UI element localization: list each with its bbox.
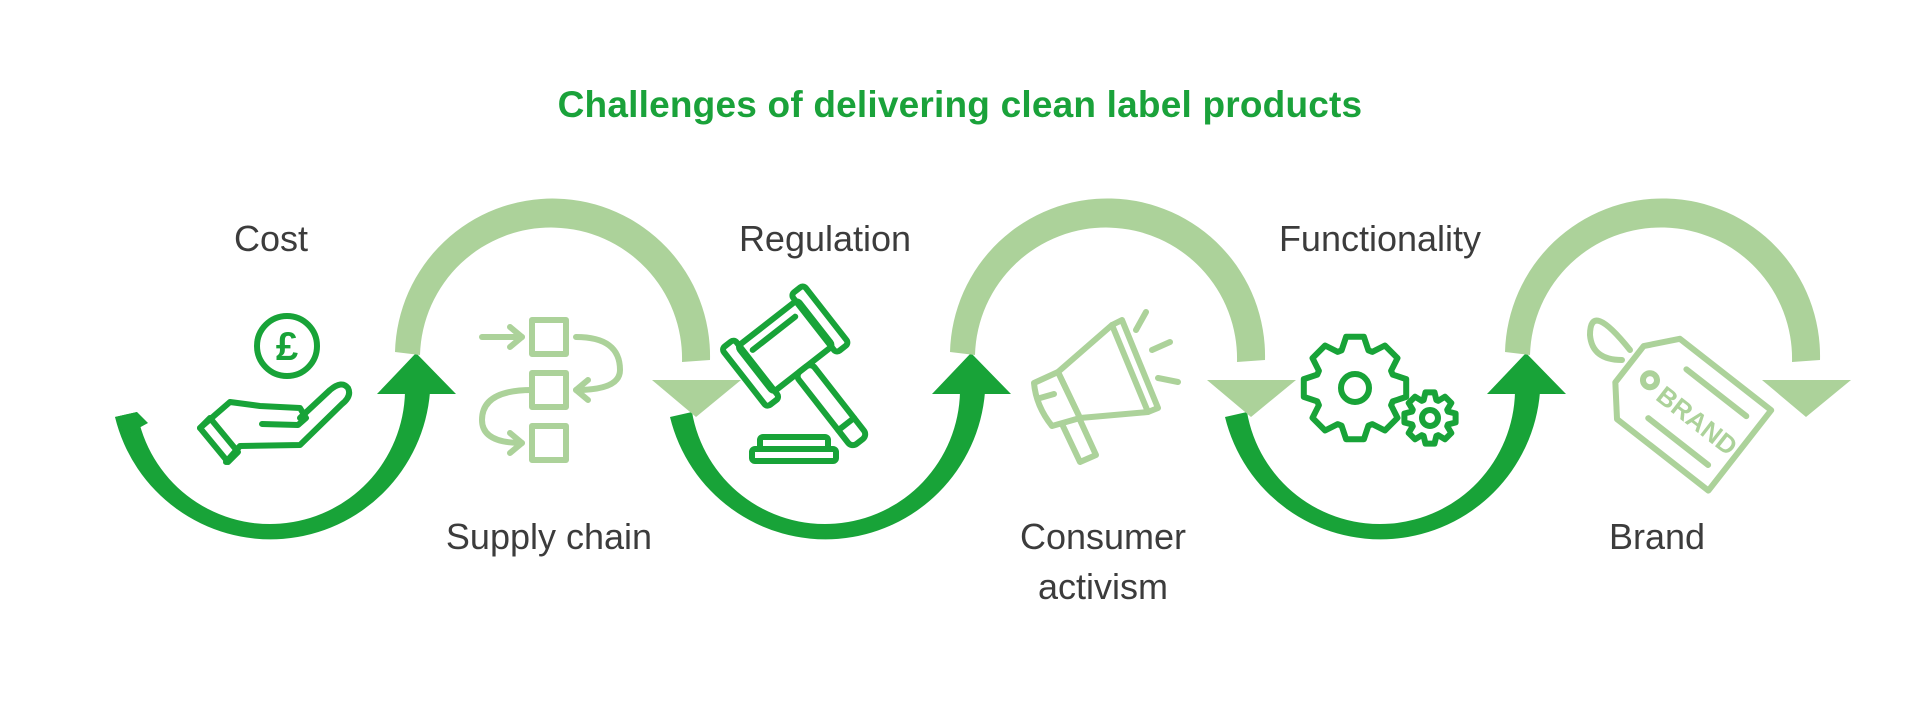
stage-label-cost: Cost	[233, 218, 309, 259]
arrowhead-cost	[377, 353, 456, 394]
arrowhead-functionality	[1487, 353, 1566, 394]
arc-consumer-activism	[950, 198, 1266, 362]
gears-icon	[1300, 333, 1459, 447]
stage-label-functionality: Functionality	[1278, 218, 1482, 259]
stage-label-regulation: Regulation	[738, 218, 912, 259]
gear-large	[1300, 333, 1410, 443]
arc-supply-chain	[395, 198, 711, 362]
stage-label-consumer-activism: Consumer activism	[1019, 516, 1187, 607]
process-flow-icon	[479, 317, 623, 463]
brand-tag-text: BRAND	[1651, 380, 1743, 461]
arc-regulation	[670, 392, 985, 540]
arc-cost	[115, 392, 430, 540]
brand-tag-icon: BRAND	[1587, 317, 1775, 494]
diagram-title: Challenges of delivering clean label pro…	[557, 84, 1363, 125]
arrowhead-brand	[1762, 380, 1851, 417]
stage-label-supply-chain: Supply chain	[445, 516, 653, 557]
gear-small	[1401, 389, 1459, 447]
arrowhead-supply-chain	[652, 380, 741, 417]
gavel-icon	[720, 283, 869, 464]
arrowhead-regulation	[932, 353, 1011, 394]
pound-symbol: £	[276, 325, 298, 369]
arc-functionality	[1225, 392, 1540, 540]
arrowhead-consumer-activism	[1207, 380, 1296, 417]
stage-label-brand: Brand	[1608, 516, 1706, 557]
megaphone-icon	[1031, 309, 1181, 465]
arc-tail-start	[115, 412, 148, 435]
arc-brand	[1505, 198, 1821, 362]
hand-coin-pound-icon: £	[197, 313, 353, 465]
